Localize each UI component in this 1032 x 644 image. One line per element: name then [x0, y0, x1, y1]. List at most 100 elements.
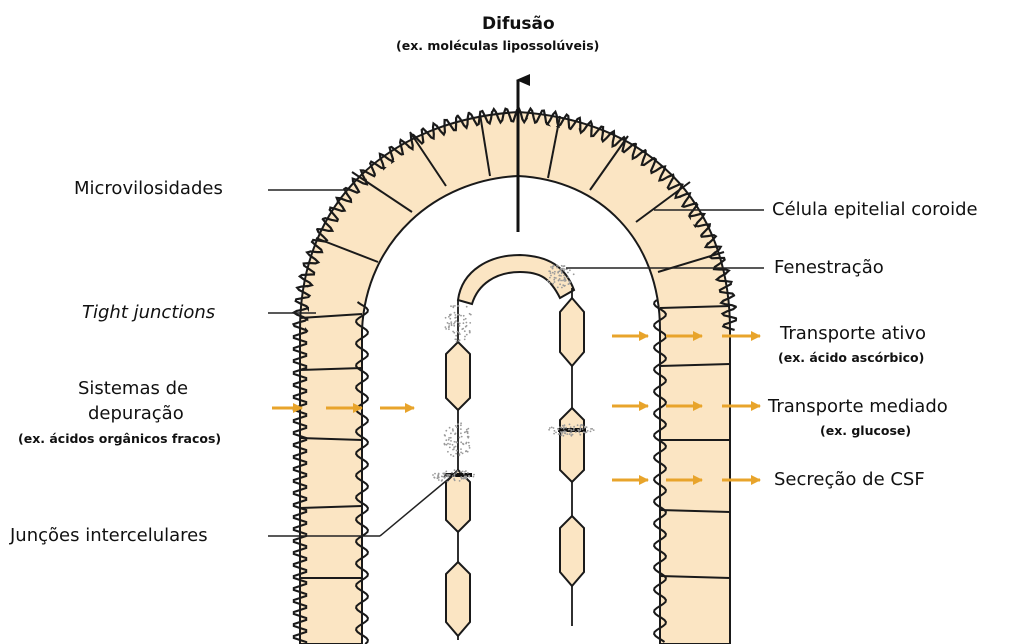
fenestration-dot [550, 275, 552, 277]
fenestration-dot [565, 427, 567, 429]
fenestration-dot [570, 429, 572, 431]
microvilli-label: Microvilosidades [74, 178, 223, 200]
fenestration-dot [468, 445, 470, 447]
capillary [446, 255, 584, 640]
fenestration-dot [449, 447, 451, 449]
fenestration-dot [454, 312, 456, 314]
fenestration-dot [455, 433, 457, 435]
fenestration-dot [572, 434, 574, 436]
fenestration-label: Fenestração [774, 257, 884, 279]
diffusion-title: Difusão [482, 13, 555, 35]
fenestration-dot [465, 318, 467, 320]
fenestration-dot [455, 335, 457, 337]
fenestration-dot [459, 323, 461, 325]
fenestration-dot [460, 471, 462, 473]
fenestration-dot [561, 287, 563, 289]
fenestration-dot [455, 314, 457, 316]
fenestration-dot [454, 469, 456, 471]
fenestration-dot [445, 439, 447, 441]
fenestration-dot [457, 470, 459, 472]
fenestration-dot [461, 436, 463, 438]
fenestration-dot [459, 437, 461, 439]
fenestration-dot [562, 425, 564, 427]
fenestration-dot [549, 277, 551, 279]
fenestration-dot [559, 283, 561, 285]
capillary-cell [560, 516, 584, 586]
fenestration-dot [553, 265, 555, 267]
fenestration-dot [462, 471, 464, 473]
fenestration-dot [456, 450, 458, 452]
fenestration-dot [460, 452, 462, 454]
fenestration-dot [444, 477, 446, 479]
basal-border [356, 300, 666, 644]
fenestration-dot [445, 430, 447, 432]
fenestration-dot [466, 306, 468, 308]
fenestration-dot [562, 284, 564, 286]
fenestration-dot [464, 471, 466, 473]
fenestration-dot [445, 317, 447, 319]
fenestration-dot [468, 442, 470, 444]
fenestration-dot [449, 474, 451, 476]
fenestration-dot [457, 322, 459, 324]
fenestration-dot [591, 428, 593, 430]
fenestration-dot [463, 315, 465, 317]
fenestration-dot [463, 477, 465, 479]
fenestration-dot [434, 473, 436, 475]
fenestration-dot [450, 440, 452, 442]
clearance-sublabel: (ex. ácidos orgânicos fracos) [18, 431, 221, 447]
fenestration-dot [554, 281, 556, 283]
fenestration-dot [556, 267, 558, 269]
fenestration-dot [549, 282, 551, 284]
fenestration-dot [447, 443, 449, 445]
fenestration-dot [459, 453, 461, 455]
active-transport-label: Transporte ativo [780, 323, 926, 345]
fenestration-dot [563, 268, 565, 270]
fenestration-dot [438, 473, 440, 475]
fenestration-dot [446, 474, 448, 476]
fenestration-dot [552, 283, 554, 285]
fenestration-dot [445, 471, 447, 473]
fenestration-dot [580, 426, 582, 428]
active-transport-sublabel: (ex. ácido ascórbico) [778, 350, 924, 366]
capillary-cell [560, 298, 584, 366]
fenestration-dot [575, 431, 577, 433]
fenestration-dot [567, 276, 569, 278]
fenestration-dot [449, 314, 451, 316]
fenestration-dot [452, 305, 454, 307]
fenestration-dot [547, 280, 549, 282]
fenestration-dot [452, 430, 454, 432]
fenestration-dot [579, 434, 581, 436]
fenestration-dot [459, 339, 461, 341]
fenestration-dot [569, 433, 571, 435]
fenestration-dot [563, 275, 565, 277]
fenestration-dot [450, 323, 452, 325]
fenestration-dot [553, 427, 555, 429]
fenestration-dot [456, 427, 458, 429]
fenestration-dot [464, 339, 466, 341]
fenestration-dot [562, 280, 564, 282]
fenestration-dot [451, 472, 453, 474]
fenestration-dot [448, 325, 450, 327]
fenestration-dot [582, 428, 584, 430]
fenestration-dot [460, 432, 462, 434]
fenestration-dot [554, 271, 556, 273]
fenestration-dot [460, 424, 462, 426]
fenestration-dot [460, 315, 462, 317]
fenestration-dot [473, 476, 475, 478]
fenestration-dot [448, 328, 450, 330]
fenestration-dot [449, 443, 451, 445]
fenestration-dot [560, 280, 562, 282]
capillary-cell [446, 342, 470, 410]
fenestration-dot [587, 430, 589, 432]
csf-secretion-label: Secreção de CSF [774, 469, 925, 491]
fenestration-dot [564, 285, 566, 287]
tight-junctions-label: Tight junctions [82, 302, 215, 324]
fenestration-dot [554, 273, 556, 275]
fenestration-dot [561, 272, 563, 274]
fenestration-dot [564, 432, 566, 434]
fenestration-dot [438, 479, 440, 481]
fenestration-dot [445, 326, 447, 328]
fenestration-dot [549, 271, 551, 273]
fenestration-dot [453, 448, 455, 450]
